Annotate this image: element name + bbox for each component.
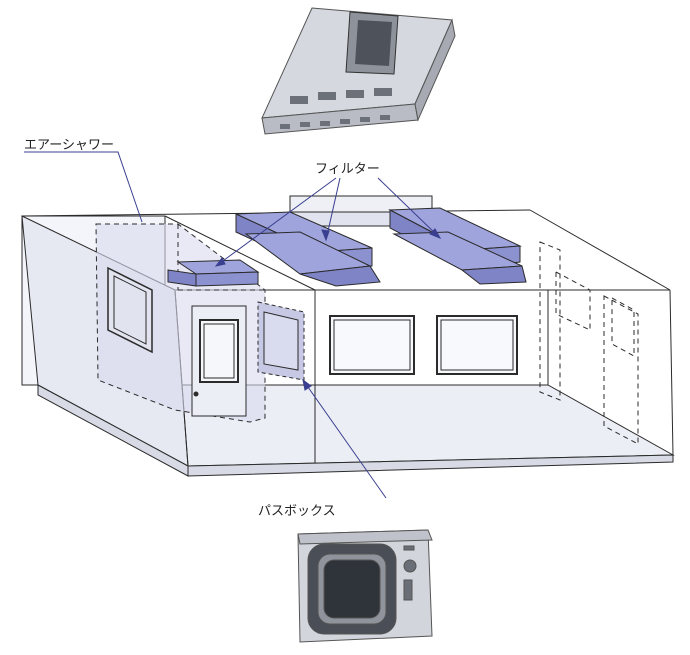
ffu-unit-illustration (261, 7, 456, 135)
air-shower-label: エアーシャワー (24, 138, 114, 153)
duct-system (167, 195, 527, 287)
front-wall-windows (329, 315, 518, 375)
air-shower-door (191, 305, 247, 417)
pass-box-illustration (297, 529, 433, 643)
pass-box-label: パスボックス (258, 504, 336, 519)
left-wall-windows (107, 266, 153, 354)
right-wall-openings (539, 241, 639, 445)
pass-box-wall (257, 301, 305, 381)
filter-label: フィルター (315, 162, 380, 177)
annotation-arrows (24, 151, 442, 499)
